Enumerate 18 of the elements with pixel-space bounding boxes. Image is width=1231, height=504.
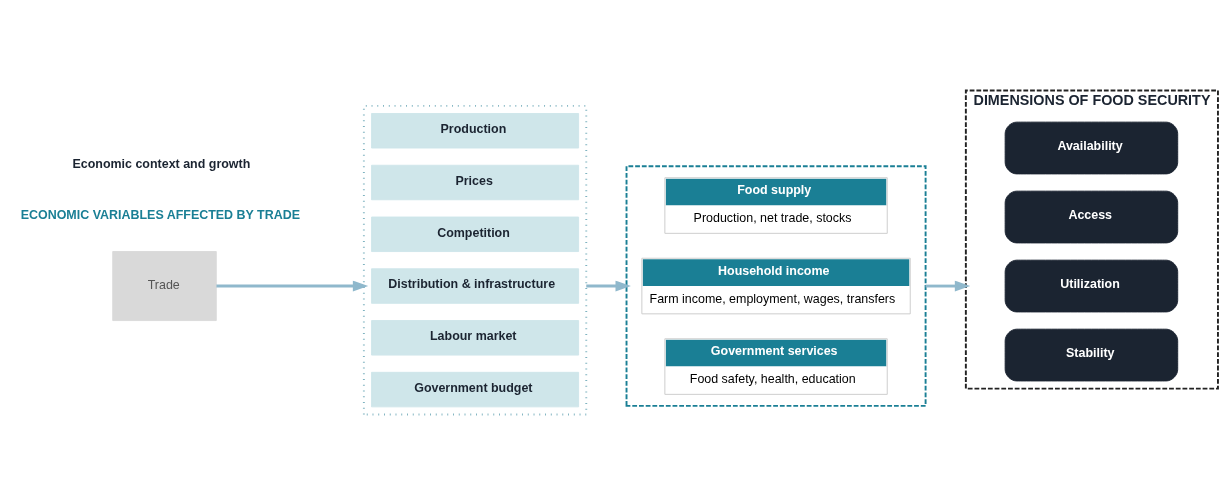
node-box: Prices — [371, 164, 580, 200]
cluster — [362, 104, 588, 415]
node-box: Utilization — [1004, 259, 1179, 312]
node-box: Trade — [112, 250, 217, 321]
node-box: Availability — [1004, 121, 1179, 174]
node-box: Production — [371, 112, 580, 148]
arrow — [586, 280, 631, 291]
node-box: Access — [1004, 190, 1179, 243]
node-box: Stability — [1004, 328, 1179, 381]
node-box: Competition — [371, 216, 580, 252]
node-box: Government budget — [371, 371, 580, 407]
arrow — [925, 280, 971, 291]
arrow — [216, 280, 369, 291]
node-box: Distribution & infrastructure — [371, 267, 580, 304]
node-box: Labour market — [371, 319, 580, 356]
label: ECONOMIC VARIABLES AFFECTED BY TRADE — [20, 207, 301, 222]
cluster — [625, 164, 927, 407]
label: Economic context and growth — [72, 156, 251, 171]
